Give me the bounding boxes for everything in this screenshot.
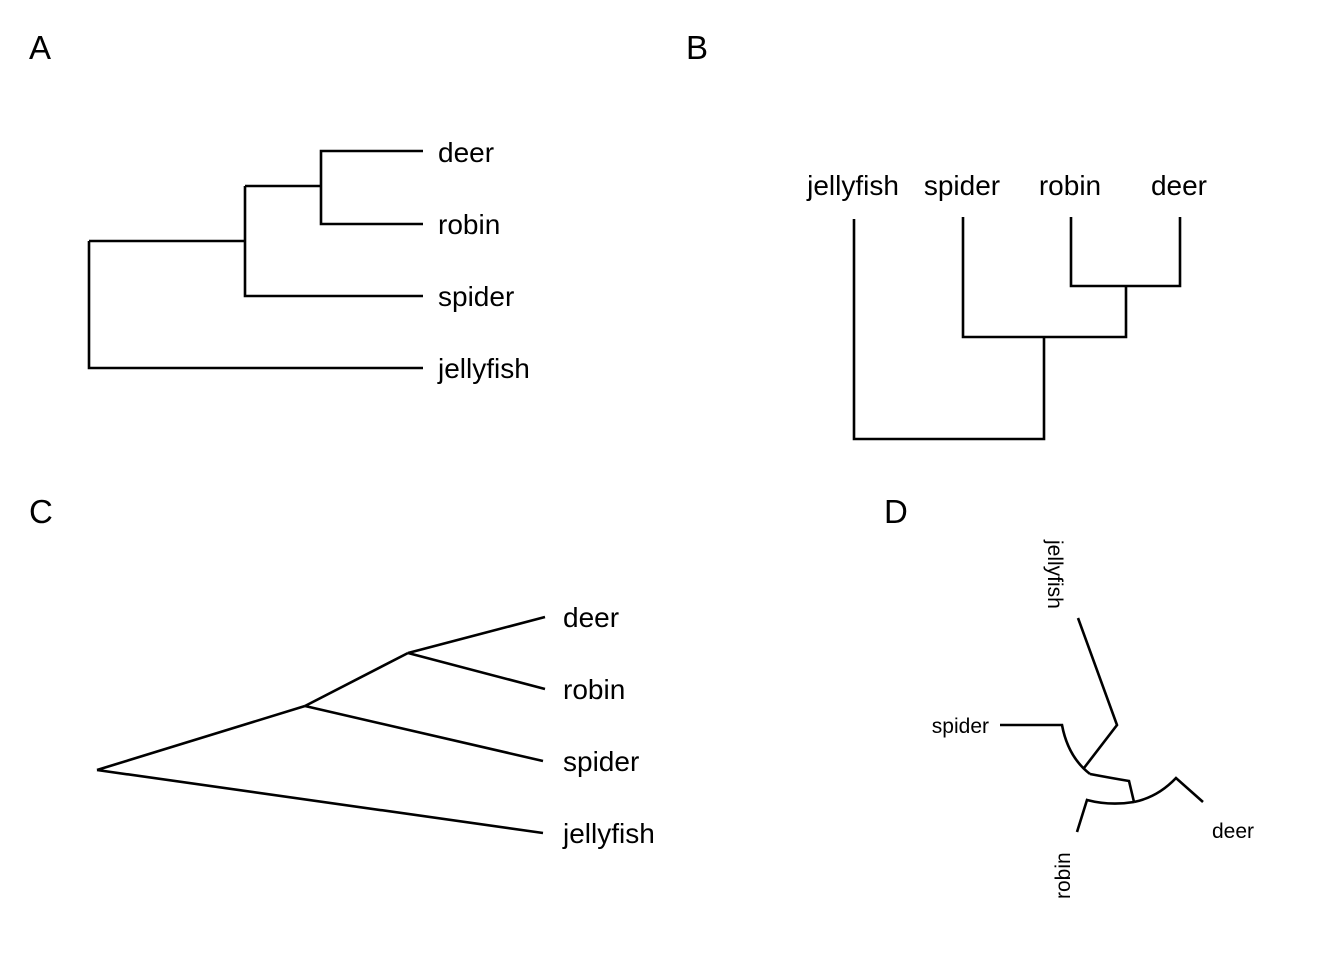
leaf-label-jellyfish: jellyfish (437, 353, 530, 384)
panel-label-b: B (686, 29, 708, 66)
leaf-label-jellyfish-d: jellyfish (1043, 539, 1066, 609)
leaf-label-robin: robin (438, 209, 500, 240)
panel-b: B jellyfish spider robin deer (686, 29, 1207, 441)
branch-jellyfish-radial (1076, 617, 1119, 769)
leaf-label-deer-d: deer (1212, 820, 1254, 843)
branch-deer-radial (1133, 776, 1204, 804)
leaf-label-deer-b: deer (1151, 170, 1207, 201)
branch-spider-radial (1000, 723, 1091, 776)
branch-inner-birds-slanted (304, 651, 409, 708)
branch-deer-robin-vertical (1069, 217, 1182, 288)
leaf-label-robin-b: robin (1039, 170, 1101, 201)
branch-root-vertical (852, 219, 1046, 441)
leaf-label-spider-d: spider (932, 715, 989, 738)
panel-a: A deer robin spider jellyfish (29, 29, 530, 384)
leaf-label-spider-c: spider (563, 746, 639, 777)
panel-d: D jellyfish spider robin deer (884, 493, 1254, 899)
panel-label-d: D (884, 493, 908, 530)
panel-c: C deer robin spider jellyfish (29, 493, 655, 849)
panel-label-c: C (29, 493, 53, 530)
branch-deer-robin (319, 149, 423, 226)
panel-label-a: A (29, 29, 51, 66)
leaf-label-deer-c: deer (563, 602, 619, 633)
branch-spider-birds-vertical (961, 217, 1128, 339)
leaf-label-jellyfish-c: jellyfish (562, 818, 655, 849)
leaf-label-robin-c: robin (563, 674, 625, 705)
branch-center-radial (1089, 772, 1136, 803)
branch-robin-slanted (407, 651, 546, 691)
branch-inner-spider-slanted (304, 704, 544, 763)
branch-root-inner-slanted (96, 704, 306, 772)
branch-inner-spider (243, 186, 423, 298)
leaf-label-deer: deer (438, 137, 494, 168)
leaf-label-jellyfish-b: jellyfish (806, 170, 899, 201)
branch-root-jellyfish-slanted (96, 768, 544, 835)
branch-robin-radial (1075, 798, 1135, 833)
branch-deer-slanted (407, 615, 546, 655)
branch-root-jellyfish (87, 241, 423, 370)
leaf-label-spider: spider (438, 281, 514, 312)
leaf-label-robin-d: robin (1052, 852, 1075, 899)
leaf-label-spider-b: spider (924, 170, 1000, 201)
